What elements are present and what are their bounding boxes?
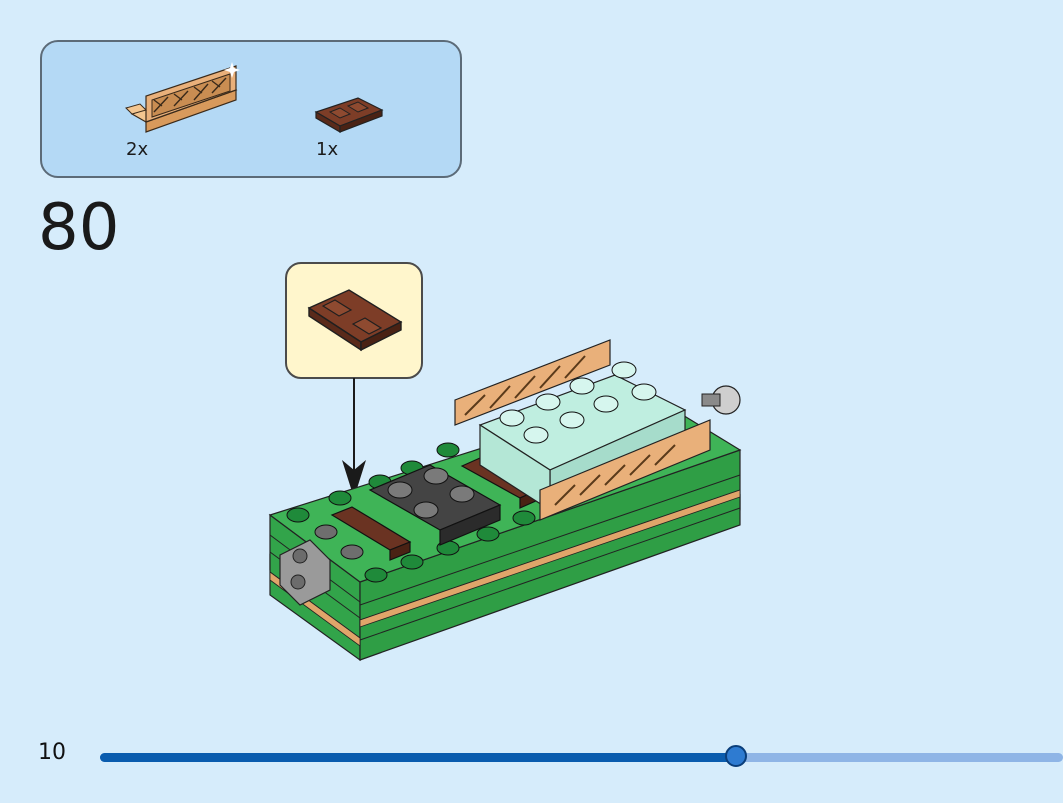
- brown-jumper-plate-icon: [307, 289, 403, 352]
- part-quantity: 2x: [126, 139, 149, 160]
- tan-fence-piece-icon: [125, 62, 240, 133]
- part-quantity: 1x: [316, 139, 339, 160]
- placement-arrow-icon: [342, 378, 366, 498]
- step-number: 80: [38, 191, 120, 265]
- progress-marker: [724, 745, 747, 767]
- model-assembly-illustration: [268, 339, 742, 662]
- new-part-callout: [285, 262, 423, 379]
- brown-jumper-plate-icon: [314, 97, 384, 134]
- progress-fill: [100, 753, 736, 762]
- page-number: 10: [38, 740, 66, 765]
- progress-bar: [100, 745, 1063, 767]
- parts-list-box: 2x 1x: [40, 40, 462, 178]
